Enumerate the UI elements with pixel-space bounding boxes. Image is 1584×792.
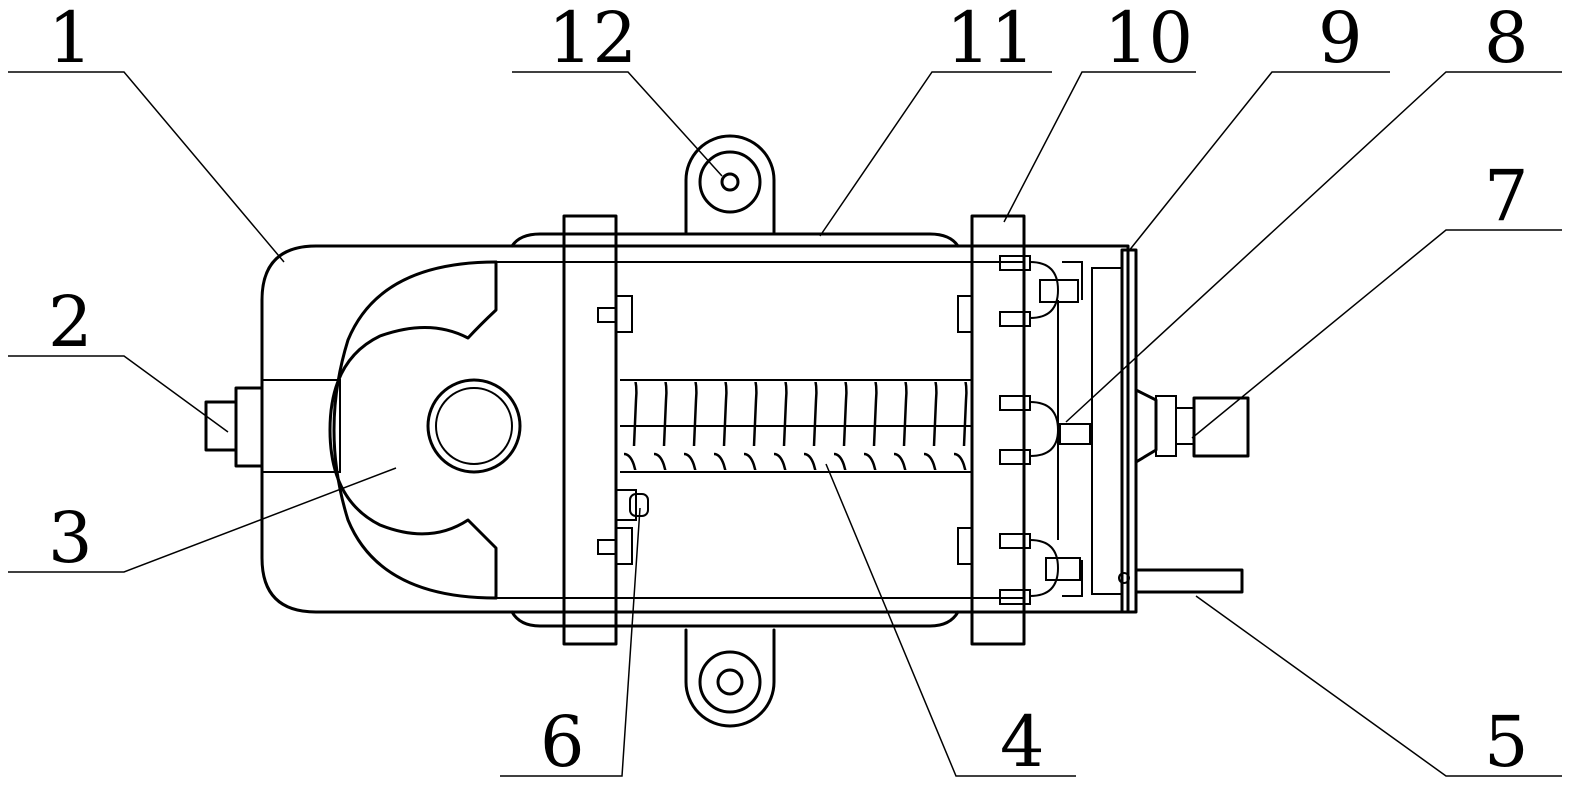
label-4: 4 (1000, 701, 1045, 783)
label-1: 1 (48, 0, 93, 79)
bottom-mounting-ear (684, 628, 776, 728)
top-mounting-ear (684, 134, 776, 234)
clamp-hooks (999, 255, 1091, 605)
label-8: 8 (1484, 0, 1529, 79)
leader-lines (8, 71, 1562, 777)
right-fitting (1134, 388, 1250, 464)
left-shaft-bolt (204, 379, 341, 473)
label-2: 2 (48, 281, 93, 363)
label-10: 10 (1104, 0, 1193, 79)
part-labels: 1 2 3 12 11 10 9 8 7 6 4 5 (48, 0, 1529, 783)
label-9: 9 (1318, 0, 1363, 79)
label-6: 6 (540, 701, 585, 783)
left-hatched-plate (562, 214, 618, 646)
label-12: 12 (548, 0, 637, 79)
label-5: 5 (1484, 701, 1529, 783)
cam-block (328, 260, 522, 600)
main-spring (620, 379, 972, 473)
pin (615, 489, 649, 521)
label-7: 7 (1484, 155, 1529, 237)
label-11: 11 (946, 0, 1035, 79)
plate-tabs (597, 295, 973, 565)
handle (1118, 568, 1244, 594)
right-hatched-plate (970, 214, 1026, 646)
label-3: 3 (48, 497, 93, 579)
